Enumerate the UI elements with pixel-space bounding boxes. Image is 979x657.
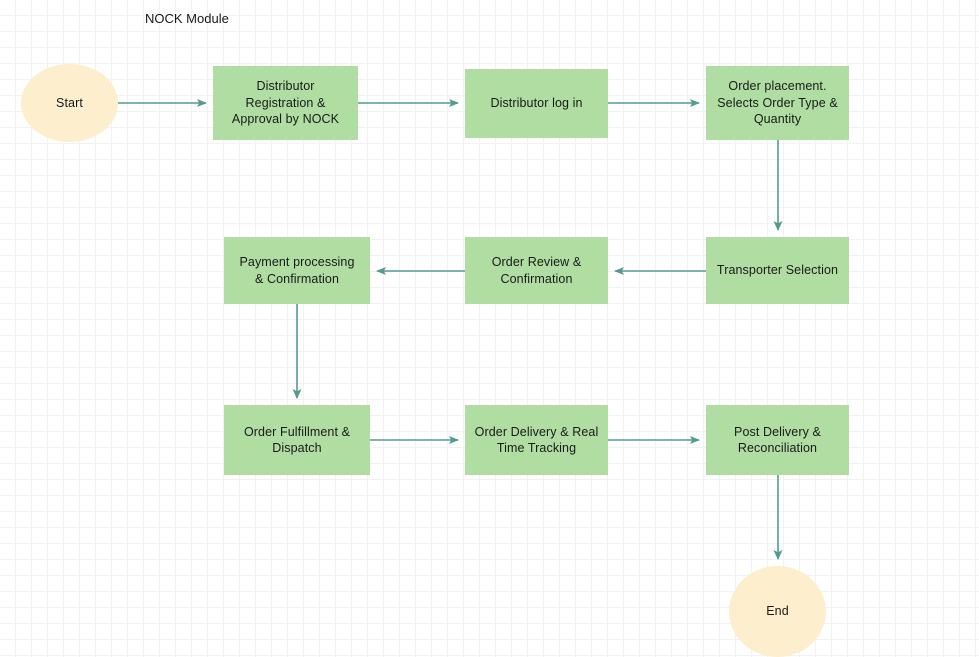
- node-label-distributor-login: Distributor log in: [490, 96, 583, 111]
- node-distributor-login[interactable]: Distributor log in: [465, 69, 608, 138]
- node-label-transporter-selection: Transporter Selection: [716, 263, 839, 278]
- node-start[interactable]: Start: [21, 64, 118, 142]
- node-payment-processing[interactable]: Payment processing & Confirmation: [224, 237, 370, 304]
- node-order-review[interactable]: Order Review & Confirmation: [465, 237, 608, 304]
- edges-group: [118, 99, 783, 560]
- node-label-order-delivery: Order Delivery & Real Time Tracking: [474, 424, 599, 456]
- node-transporter-selection[interactable]: Transporter Selection: [706, 237, 849, 304]
- node-end[interactable]: End: [729, 566, 826, 657]
- node-distributor-registration[interactable]: Distributor Registration & Approval by N…: [213, 66, 358, 140]
- node-label-post-delivery: Post Delivery & Reconciliation: [734, 424, 821, 456]
- node-label-payment-processing: Payment processing & Confirmation: [239, 255, 355, 286]
- node-order-placement[interactable]: Order placement. Selects Order Type & Qu…: [706, 66, 849, 140]
- node-label-end: End: [766, 604, 789, 619]
- node-order-fulfillment[interactable]: Order Fulfillment & Dispatch: [224, 405, 370, 475]
- node-label-start: Start: [56, 95, 83, 110]
- node-label-order-placement: Order placement. Selects Order Type & Qu…: [717, 79, 838, 127]
- node-label-distributor-registration: Distributor Registration & Approval by N…: [231, 79, 340, 127]
- node-label-order-review: Order Review & Confirmation: [491, 255, 582, 286]
- node-label-order-fulfillment: Order Fulfillment & Dispatch: [243, 424, 351, 456]
- node-order-delivery[interactable]: Order Delivery & Real Time Tracking: [465, 405, 608, 475]
- diagram-title: NOCK Module: [145, 11, 229, 26]
- node-post-delivery[interactable]: Post Delivery & Reconciliation: [706, 405, 849, 475]
